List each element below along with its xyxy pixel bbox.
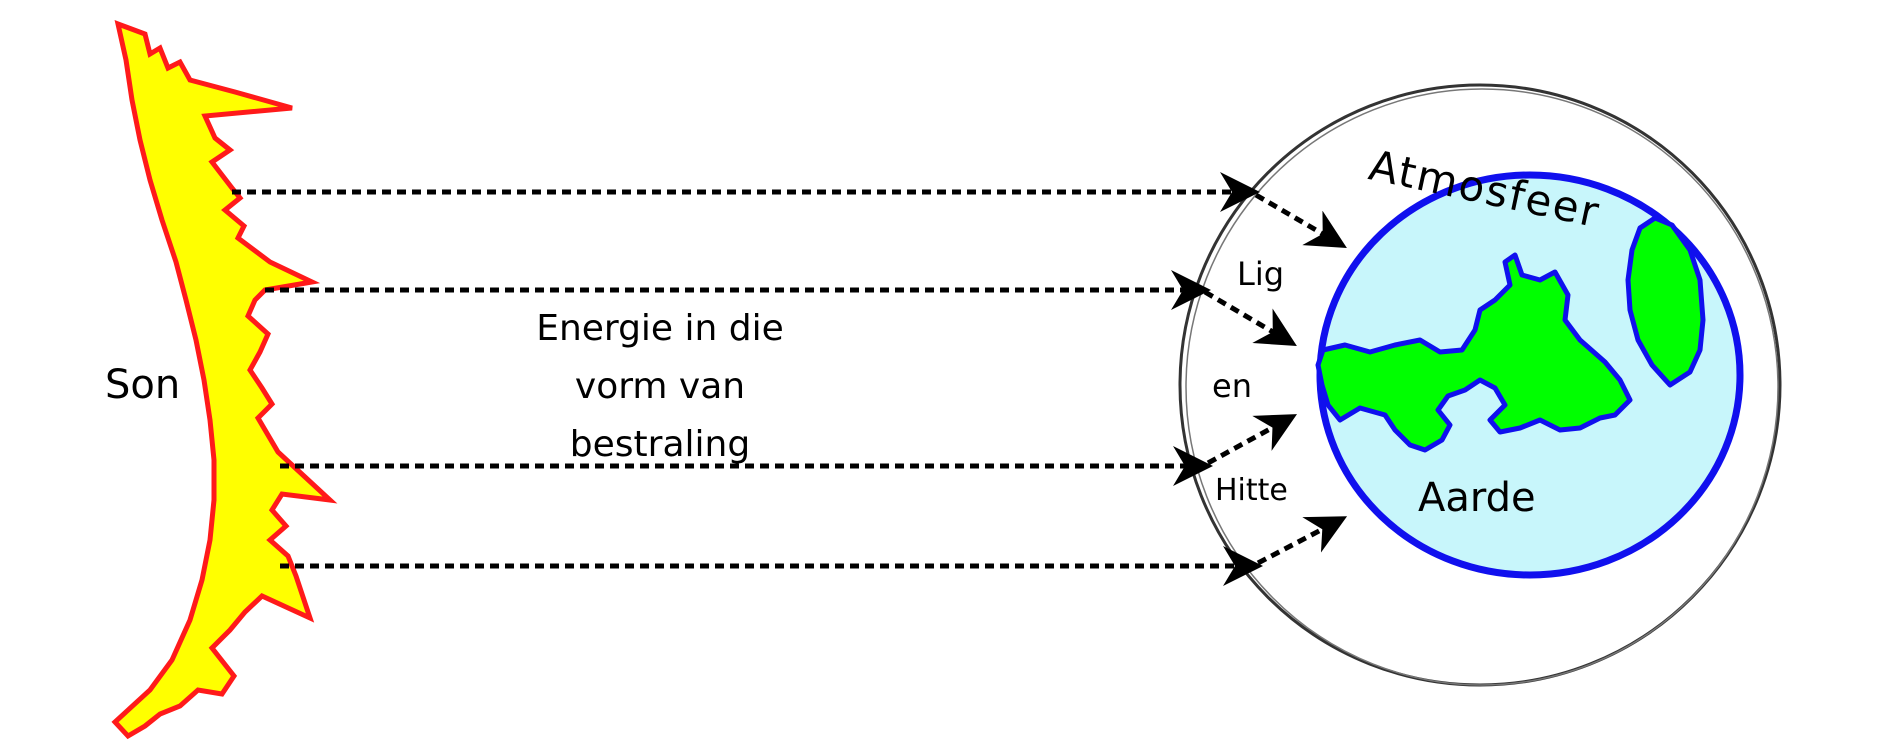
and-label: en <box>1212 367 1252 405</box>
radiation-rays <box>232 172 1263 586</box>
earth-label: Aarde <box>1418 475 1536 521</box>
continents <box>1315 215 1706 453</box>
ray-to-earth-1 <box>1254 192 1347 249</box>
energy-label-line-3: bestraling <box>569 424 751 465</box>
ray-to-earth-3 <box>1206 414 1298 466</box>
ray-to-earth-4 <box>1256 516 1348 566</box>
heat-label: Hitte <box>1215 473 1288 508</box>
energy-label-line-1: Energie in die <box>536 308 784 349</box>
sun-shape <box>111 20 338 740</box>
ray-to-earth-2 <box>1203 289 1297 347</box>
light-heat-rays <box>1203 192 1348 566</box>
light-label: Lig <box>1237 255 1285 293</box>
sun-label: Son <box>105 362 181 408</box>
energy-label-line-2: vorm van <box>574 366 746 407</box>
energy-label: Energie in die vorm van bestraling <box>500 300 820 474</box>
atmosphere-ring <box>1178 83 1782 687</box>
